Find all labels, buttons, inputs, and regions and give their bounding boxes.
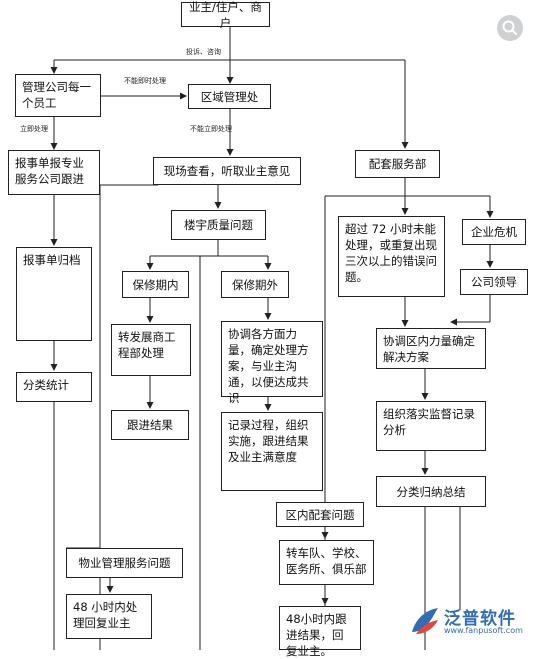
box-over72: 超过 72 小时未能处理，或重复出现三次以上的错误问题。 — [338, 216, 445, 297]
logo-url: www.fanpusoft.com — [444, 626, 523, 635]
box-district-support: 区内配套问题 — [276, 502, 364, 527]
fanpu-logo-icon — [412, 608, 438, 634]
box-record-process: 记录过程，组织实施，跟进结果及业主满意度 — [221, 412, 323, 491]
box-property-service: 物业管理服务问题 — [66, 548, 183, 578]
box-classify-summary: 分类归纳总结 — [376, 476, 486, 507]
box-report-archive: 报事单归档 — [16, 247, 92, 341]
box-follow48: 48小时内跟进结果，回复业主。 — [279, 606, 361, 658]
box-onsite: 现场查看，听取业主意见 — [153, 157, 301, 185]
box-staff: 管理公司每一个员工 — [15, 74, 101, 117]
box-transfer-team: 转车队、学校、医务所、俱乐部 — [279, 540, 374, 585]
box-in-warranty: 保修期内 — [122, 271, 189, 298]
note-immediate: 立即处理 — [20, 125, 48, 133]
box-report-pro: 报事单报专业服务公司跟进 — [8, 150, 100, 195]
box-region: 区域管理处 — [188, 84, 271, 109]
box-classify-stats: 分类统计 — [16, 372, 92, 402]
box-out-warranty: 保修期外 — [221, 271, 289, 298]
box-follow-result: 跟进结果 — [111, 410, 189, 440]
box-org-implement: 组织落实监督记录分析 — [376, 401, 486, 451]
note-not-immediate: 不能即时处理 — [124, 77, 166, 85]
box-crisis: 企业危机 — [462, 219, 526, 245]
box-owner: 业主/住户、商户 — [181, 0, 270, 30]
note-not-immediate-2: 不能立即处理 — [190, 125, 232, 133]
box-building-quality: 楼宇质量问题 — [171, 210, 266, 240]
zoom-icon[interactable] — [497, 15, 523, 41]
box-support: 配套服务部 — [355, 150, 440, 178]
box-company-leader: 公司领导 — [460, 269, 528, 295]
box-handle48: 48 小时内处理回复业主 — [66, 594, 152, 639]
box-transfer-dev: 转发展商工程部处理 — [111, 324, 191, 376]
logo-name: 泛普软件 — [444, 609, 516, 629]
box-coordinate: 协调各方面力量，确定处理方案，与业主沟通，以便达成共识 — [221, 321, 323, 405]
box-coordinate-region: 协调区内力量确定解决方案 — [376, 328, 486, 369]
note-complaint: 投诉、咨询 — [186, 48, 221, 56]
fanpu-logo: 泛普软件 www.fanpusoft.com — [408, 602, 538, 648]
